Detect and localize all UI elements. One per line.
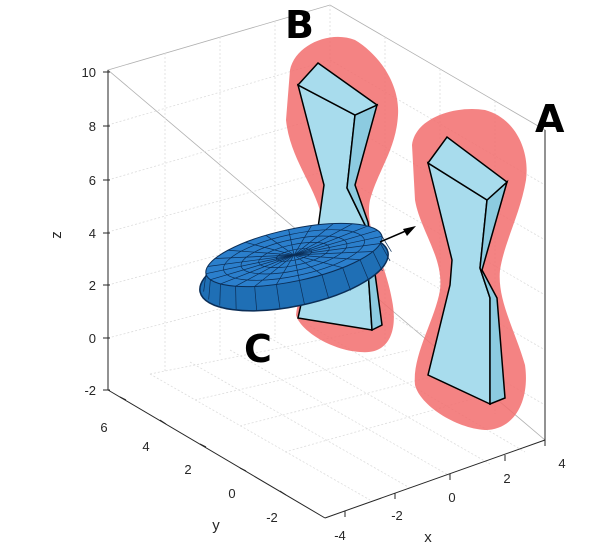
object-a-label: A <box>535 97 565 141</box>
mesh-meridian <box>235 254 295 287</box>
mesh-side-line <box>219 283 221 306</box>
mesh-meridian <box>265 234 295 256</box>
mesh-side-line <box>235 286 237 310</box>
y-tick-label: 0 <box>228 486 235 501</box>
mesh-meridian <box>276 254 295 285</box>
object-b-prism-top <box>296 62 379 116</box>
x-tick-label: 0 <box>448 490 455 505</box>
mesh-meridian <box>293 230 378 256</box>
mesh-side-line <box>254 286 258 311</box>
object-c-mesh <box>203 223 392 311</box>
mesh-side-line <box>359 259 370 282</box>
y-tick-label: 6 <box>100 420 107 435</box>
x-tick-label: 2 <box>503 471 510 486</box>
mesh-meridian <box>293 243 381 256</box>
mesh-side-line <box>372 251 383 272</box>
mesh-meridian <box>293 254 343 269</box>
mesh-meridian <box>207 254 295 267</box>
mesh-side-line <box>203 273 207 292</box>
z-tick-label: -2 <box>84 383 96 398</box>
mesh-meridian <box>210 254 295 280</box>
y-axis-label: y <box>212 517 220 534</box>
mesh-meridian <box>245 241 295 256</box>
mesh-meridian <box>293 235 383 256</box>
x-tick-label: -2 <box>391 508 403 523</box>
mesh-meridian <box>293 254 300 281</box>
mesh-meridian <box>205 254 295 275</box>
direction-arrow <box>379 226 416 243</box>
z-axis-ticks: 10 8 6 4 2 0 -2 z <box>48 65 110 398</box>
object-a-prism-top <box>426 135 509 201</box>
z-tick-label: 4 <box>89 226 96 241</box>
x-tick-label: -4 <box>334 528 346 543</box>
x-axis-label: x <box>424 529 432 546</box>
y-axis-ticks: 6 4 2 0 -2 y <box>100 396 287 534</box>
mesh-meridian <box>288 229 295 256</box>
mesh-meridian <box>293 223 334 256</box>
z-axis-label: z <box>48 231 65 239</box>
mesh-side-line <box>299 280 305 305</box>
z-tick-label: 0 <box>89 331 96 346</box>
object-c <box>199 222 392 312</box>
mesh-meridian <box>293 254 361 261</box>
object-a-prism-face-right <box>479 179 509 406</box>
mesh-meridian <box>254 254 295 287</box>
mesh-side-line <box>276 284 281 309</box>
z-tick-label: 2 <box>89 278 96 293</box>
y-tick-label: 2 <box>184 462 191 477</box>
mesh-meridian <box>293 225 312 256</box>
axis-box <box>107 70 546 519</box>
mesh-side-line <box>342 267 351 291</box>
object-b-label: B <box>285 3 314 47</box>
z-tick-label: 6 <box>89 173 96 188</box>
arrow-head-icon <box>403 226 416 236</box>
x-axis-ticks: -4 -2 0 2 4 x <box>334 440 566 546</box>
mesh-side-line <box>208 279 211 300</box>
x-tick-label: 4 <box>558 456 565 471</box>
mesh-side-line <box>380 243 391 262</box>
y-tick-label: -2 <box>266 510 278 525</box>
mesh-meridian <box>293 251 373 256</box>
mesh-meridian <box>293 254 323 276</box>
mesh-meridian <box>293 225 368 256</box>
object-c-label: C <box>244 327 272 371</box>
z-tick-label: 10 <box>82 65 96 80</box>
mesh-meridian <box>215 254 295 259</box>
mesh-meridian <box>227 249 295 256</box>
object-a-prism-face-left <box>426 161 491 406</box>
z-tick-label: 8 <box>89 119 96 134</box>
mesh-meridian <box>293 223 353 256</box>
object-a <box>412 108 527 430</box>
mesh-meridian <box>220 254 295 285</box>
mesh-side-line <box>321 274 330 299</box>
mesh-side-line <box>381 236 392 252</box>
y-tick-label: 4 <box>142 439 149 454</box>
